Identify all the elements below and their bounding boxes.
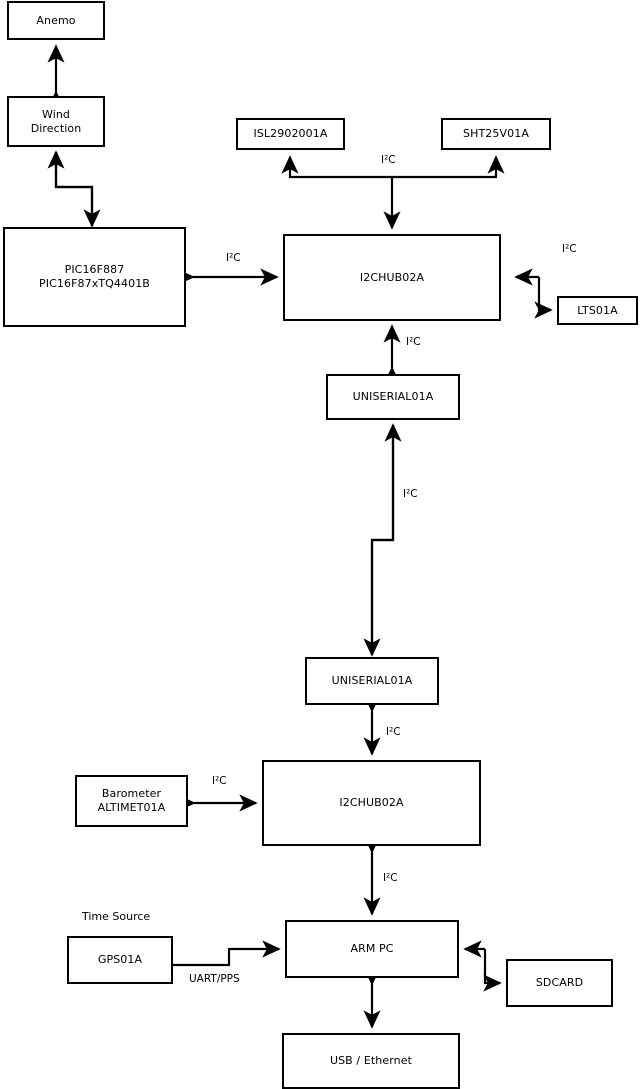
node-lts01a-label: LTS01A bbox=[577, 303, 618, 317]
node-isl2902001a-label: ISL2902001A bbox=[253, 127, 328, 140]
node-pic-mcu-label: PIC16F887 PIC16F87xTQ4401B bbox=[39, 263, 150, 290]
wire-pic-wind bbox=[47, 150, 94, 226]
node-arm-pc[interactable]: ARM PC bbox=[285, 920, 459, 978]
wire-hubtop-lts bbox=[534, 277, 553, 319]
wire-armpc-sdcard bbox=[483, 949, 502, 992]
node-barometer-altimet01a[interactable]: Barometer ALTIMET01A bbox=[75, 775, 188, 827]
edge-label-hub-to-uniserial-top: I²C bbox=[406, 336, 421, 348]
node-uniserial01a-bottom[interactable]: UNISERIAL01A bbox=[305, 657, 439, 705]
node-uniserial01a-top[interactable]: UNISERIAL01A bbox=[326, 374, 460, 420]
node-anemo-label: Anemo bbox=[36, 13, 76, 27]
node-i2chub02a-top-label: I2CHUB02A bbox=[359, 270, 425, 284]
node-usb-ethernet[interactable]: USB / Ethernet bbox=[282, 1033, 460, 1089]
wire-uniserial-link-down bbox=[363, 425, 395, 657]
node-arm-pc-label: ARM PC bbox=[350, 942, 394, 955]
node-sdcard[interactable]: SDCARD bbox=[506, 959, 613, 1007]
edge-label-sensors-bus: I²C bbox=[381, 154, 396, 166]
node-i2chub02a-bottom[interactable]: I2CHUB02A bbox=[262, 760, 481, 846]
node-sht25v01a[interactable]: SHT25V01A bbox=[441, 118, 551, 150]
node-isl2902001a[interactable]: ISL2902001A bbox=[236, 118, 345, 150]
wire-bus-isl bbox=[281, 155, 392, 179]
node-sdcard-label: SDCARD bbox=[535, 976, 584, 989]
label-time-source: Time Source bbox=[82, 910, 151, 923]
node-gps01a-label: GPS01A bbox=[97, 953, 143, 966]
node-pic-mcu[interactable]: PIC16F887 PIC16F87xTQ4401B bbox=[3, 227, 186, 327]
node-usb-ethernet-label: USB / Ethernet bbox=[329, 1054, 413, 1067]
edge-label-gps-to-armpc: UART/PPS bbox=[189, 973, 240, 985]
wire-gps-armpc bbox=[173, 940, 281, 967]
edge-label-hub-to-lts: I²C bbox=[562, 243, 577, 255]
node-gps01a[interactable]: GPS01A bbox=[67, 936, 173, 984]
node-anemo[interactable]: Anemo bbox=[7, 1, 105, 40]
node-i2chub02a-top[interactable]: I2CHUB02A bbox=[283, 234, 501, 321]
edge-label-barometer-to-hub: I²C bbox=[212, 775, 227, 787]
edge-label-pic-to-hub: I²C bbox=[226, 252, 241, 264]
edge-label-uniserial-link: I²C bbox=[403, 488, 418, 500]
edge-label-hub-to-armpc: I²C bbox=[383, 872, 398, 884]
node-sht25v01a-label: SHT25V01A bbox=[463, 127, 529, 140]
wire-wind-pic bbox=[54, 152, 101, 228]
wire-uniserial-link-up bbox=[370, 423, 402, 655]
node-uniserial01a-top-label: UNISERIAL01A bbox=[352, 390, 434, 403]
node-wind-direction-label: Wind Direction bbox=[30, 107, 82, 135]
node-lts01a[interactable]: LTS01A bbox=[557, 296, 638, 325]
node-uniserial01a-bottom-label: UNISERIAL01A bbox=[331, 674, 413, 687]
node-barometer-altimet01a-label: Barometer ALTIMET01A bbox=[97, 787, 166, 814]
wire-bus-sht bbox=[392, 155, 505, 179]
node-i2chub02a-bottom-label: I2CHUB02A bbox=[339, 796, 404, 809]
node-wind-direction[interactable]: Wind Direction bbox=[7, 96, 105, 147]
edge-label-uniserial-bottom-to-hub: I²C bbox=[386, 726, 401, 738]
